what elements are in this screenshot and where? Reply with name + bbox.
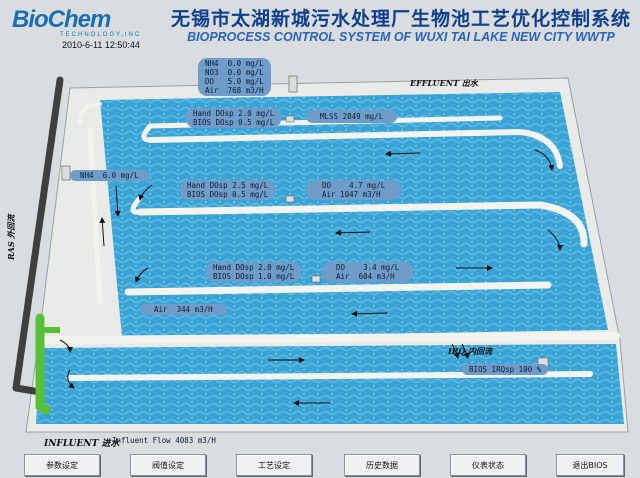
analyzer-box-top	[288, 75, 298, 93]
tank-top-section	[100, 92, 608, 338]
influent-label: INFLUENT 进水	[44, 439, 120, 449]
page-title-en: BIOPROCESS CONTROL SYSTEM OF WUXI TAI LA…	[187, 30, 615, 44]
threshold-settings-button[interactable]: 阀值设定	[130, 454, 206, 476]
ras-label: RAS 外回流	[6, 214, 16, 260]
param-settings-button[interactable]: 参数设定	[24, 454, 100, 476]
zone3-dosp-readout: Hand DOsp 2.0 mg/L BIOS DOsp 1.0 mg/L	[206, 262, 302, 282]
zone2-do-air-readout: DO 4.7 mg/L Air 1047 m3/H	[306, 180, 402, 200]
zone2-dosp-readout: Hand DOsp 2.5 mg/L BIOS DOsp 0.5 mg/L	[180, 180, 276, 200]
process-settings-button[interactable]: 工艺设定	[236, 454, 312, 476]
biochem-logo: BioChem TECHNOLOGY,INC	[12, 8, 162, 42]
button-bar: 参数设定 阀值设定 工艺设定 历史数据 仪表状态 退出BIOS	[0, 446, 640, 478]
exit-bios-button[interactable]: 退出BIOS	[556, 454, 624, 476]
analyzer-box-left	[61, 165, 71, 181]
tank-bottom-section	[36, 344, 624, 424]
logo-text: BioChem	[12, 6, 111, 33]
irq-label: IRQ 内回流	[448, 346, 493, 356]
bios-irqsp-readout: BIOS IRQsp 100 %	[462, 364, 549, 375]
air-bottom-readout: Air 344 m3/H	[140, 304, 227, 315]
zone3-do-air-readout: DO 3.4 mg/L Air 604 m3/H	[322, 262, 414, 282]
do-probe-2	[285, 195, 295, 203]
page-title-cn: 无锡市太湖新城污水处理厂生物池工艺优化控制系统	[170, 8, 631, 30]
effluent-label: EFFLUENT 出水	[410, 78, 478, 88]
ras-pipe	[12, 76, 64, 392]
datetime-display: 2010-6-11 12:50:44	[62, 40, 140, 50]
influent-flow-readout: Influent Flow 4083 m3/H	[112, 436, 216, 445]
influent-pipe	[35, 313, 51, 415]
do-probe-1	[285, 115, 295, 123]
inlet-analyzer-readout: NH4 0.0 mg/L NO3 0.0 mg/L DO 5.0 mg/L Ai…	[198, 58, 271, 96]
mlss-readout: MLSS 2849 mg/L	[306, 110, 398, 123]
zone1-dosp-readout: Hand DOsp 2.0 mg/L BIOS DOsp 0.5 mg/L	[186, 108, 282, 128]
do-probe-3	[311, 275, 321, 283]
instrument-status-button[interactable]: 仪表状态	[450, 454, 526, 476]
logo-subtext: TECHNOLOGY,INC	[60, 32, 142, 38]
history-data-button[interactable]: 历史数据	[344, 454, 420, 476]
nh4-left-readout: NH4 6.0 mg/L	[70, 170, 149, 181]
